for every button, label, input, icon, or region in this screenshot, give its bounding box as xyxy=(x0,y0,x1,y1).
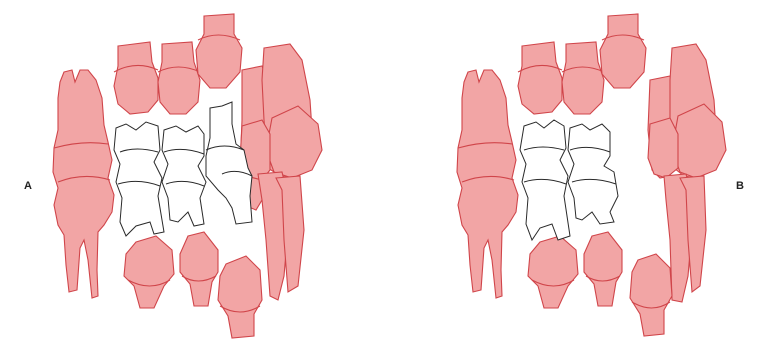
tooth-bottom-row xyxy=(124,232,262,338)
tooth-bottom-row xyxy=(528,232,672,336)
panel-label-a: A xyxy=(24,180,32,192)
tooth-top-row xyxy=(518,14,646,114)
tooth-germs-b xyxy=(520,120,618,240)
panel-a xyxy=(53,14,322,338)
tooth-left-column xyxy=(53,70,114,298)
panel-b xyxy=(457,14,726,336)
panel-label-b: B xyxy=(736,180,744,192)
tooth-germs-a xyxy=(114,102,252,236)
tooth-top-row xyxy=(114,14,242,114)
tooth-left-column xyxy=(457,70,518,298)
